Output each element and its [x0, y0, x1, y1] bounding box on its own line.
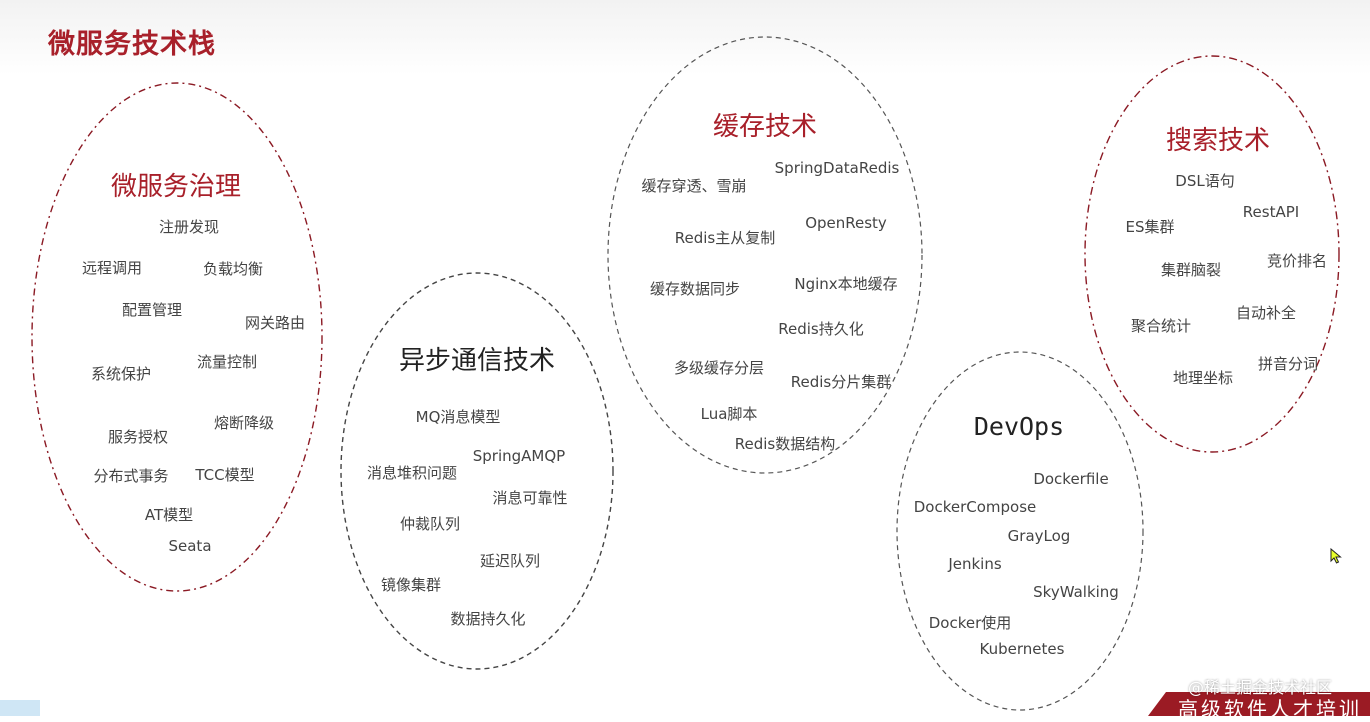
cluster-item: SpringAMQP [472, 447, 566, 465]
cluster-item: 自动补全 [1235, 304, 1297, 322]
cluster-item: 网关路由 [244, 314, 306, 332]
cluster-item: Lua脚本 [700, 405, 758, 423]
cluster-item: 注册发现 [158, 218, 220, 236]
cluster-item: Jenkins [948, 555, 1002, 573]
cluster-item: MQ消息模型 [415, 408, 501, 426]
cluster-item: 系统保护 [90, 365, 152, 383]
cluster-title: 缓存技术 [712, 112, 818, 142]
cluster-item: Docker使用 [928, 614, 1012, 632]
cluster-item: 缓存穿透、雪崩 [641, 177, 747, 195]
cluster-item: 集群脑裂 [1160, 261, 1222, 279]
footer-banner [1148, 692, 1370, 716]
cluster-item: 镜像集群 [380, 576, 442, 594]
cluster-item: SpringDataRedis [774, 159, 900, 177]
ellipse-devops [896, 351, 1144, 711]
cluster-item: ES集群 [1125, 218, 1175, 236]
cluster-item: SkyWalking [1033, 583, 1119, 601]
cluster-item: 竞价排名 [1266, 252, 1328, 270]
cluster-item: AT模型 [144, 506, 194, 524]
cluster-item: TCC模型 [195, 466, 255, 484]
cluster-item: 延迟队列 [479, 552, 541, 570]
cluster-item: 消息可靠性 [492, 489, 568, 507]
cluster-item: Kubernetes [979, 640, 1065, 658]
cluster-item: Redis持久化 [778, 320, 864, 338]
cluster-item: 服务授权 [107, 428, 169, 446]
ellipse-caching [607, 36, 923, 474]
cluster-item: DockerCompose [913, 498, 1037, 516]
watermark: @稀土掘金技术社区 [1188, 678, 1333, 697]
cluster-item: 熔断降级 [213, 414, 275, 432]
cluster-item: Redis数据结构 [734, 435, 836, 453]
cluster-item: 多级缓存分层 [673, 359, 765, 377]
cluster-item: 数据持久化 [450, 610, 526, 628]
cluster-item: 分布式事务 [93, 467, 169, 485]
cluster-item: DSL语句 [1175, 172, 1235, 190]
cluster-item: Redis分片集群 [790, 373, 892, 391]
cluster-title: 异步通信技术 [398, 346, 556, 376]
cluster-item: 负载均衡 [202, 260, 264, 278]
cluster-item: 流量控制 [196, 353, 258, 371]
cluster-item: 缓存数据同步 [649, 280, 741, 298]
mouse-pointer-icon [1330, 548, 1342, 564]
header-band [0, 0, 1370, 75]
cluster-item: 地理坐标 [1172, 369, 1234, 387]
cluster-item: OpenResty [805, 214, 887, 232]
cluster-item: 拼音分词 [1257, 355, 1319, 373]
cluster-item: 仲裁队列 [399, 515, 461, 533]
cluster-title: 搜索技术 [1165, 126, 1271, 156]
cluster-item: Dockerfile [1033, 470, 1109, 488]
page-title: 微服务技术栈 [48, 29, 216, 60]
cluster-item: 聚合统计 [1130, 317, 1192, 335]
ellipse-microservice-governance [31, 82, 323, 592]
cluster-title: 微服务治理 [110, 172, 242, 202]
cluster-item: RestAPI [1242, 203, 1300, 221]
cluster-title: DevOps [973, 412, 1065, 441]
cluster-item: 消息堆积问题 [366, 464, 458, 482]
ellipse-async-messaging [340, 272, 614, 670]
cluster-item: 配置管理 [121, 301, 183, 319]
cluster-item: Seata [168, 537, 212, 555]
cluster-item: GrayLog [1007, 527, 1071, 545]
cluster-item: 远程调用 [81, 259, 143, 277]
ellipse-search [1084, 55, 1340, 453]
corner-accent [0, 700, 40, 716]
cluster-item: Nginx本地缓存 [794, 275, 898, 293]
cluster-item: Redis主从复制 [674, 229, 776, 247]
